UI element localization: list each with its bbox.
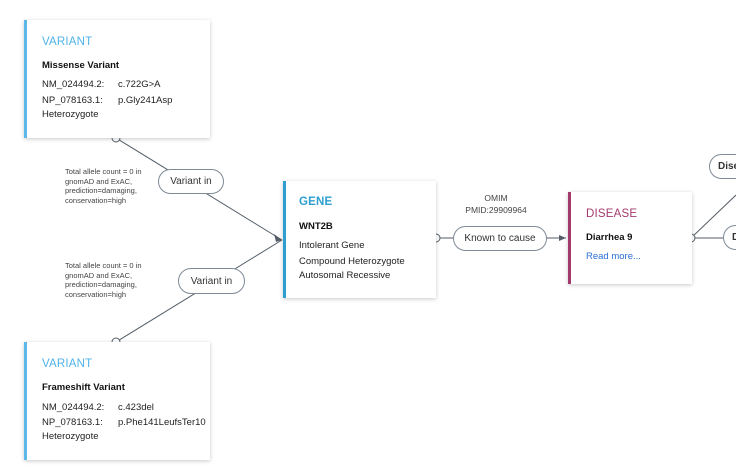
zygosity: Heterozygote [42,109,99,120]
disease-card[interactable]: DISEASE Diarrhea 9 Read more... [568,192,692,284]
variant-type: Frameshift Variant [42,382,125,393]
nm-value: c.722G>A [118,79,161,90]
card-title: VARIANT [42,358,93,370]
nm-label: NM_024494.2: [42,79,105,90]
gene-inheritance: Autosomal Recessive [299,270,391,281]
card-title: VARIANT [42,36,93,48]
reference-source: OMIM [484,193,508,203]
variant-type: Missense Variant [42,60,120,71]
gene-card[interactable]: GENE WNT2B Intolerant Gene Compound Hete… [283,181,436,298]
gene-zygosity: Compound Heterozygote [299,256,405,267]
evidence-note-1: Total allele count = 0 in gnomAD and ExA… [65,167,142,205]
variant-card-missense[interactable]: VARIANT Missense Variant NM_024494.2: c.… [24,20,210,138]
disease-name: Diarrhea 9 [586,232,633,243]
gene-name: WNT2B [299,221,333,232]
card-title: DISEASE [586,208,638,220]
edge-label-known-to-cause[interactable]: Known to cause [453,226,547,251]
reference-pmid: PMID:29909964 [465,205,527,215]
np-value: p.Phe141LeufsTer10 [118,417,206,428]
read-more-link[interactable]: Read more... [586,251,641,262]
np-label: NP_078163.1: [42,95,103,106]
np-value: p.Gly241Asp [118,95,173,106]
np-label: NP_078163.1: [42,417,103,428]
variant-card-frameshift[interactable]: VARIANT Frameshift Variant NM_024494.2: … [24,342,210,460]
nm-value: c.423del [118,402,154,413]
zygosity: Heterozygote [42,431,99,442]
edge-label-right-1[interactable]: Dise [709,154,736,179]
gene-constraint: Intolerant Gene [299,240,365,251]
edge-label-variant-in-2[interactable]: Variant in [178,268,245,294]
edge-label-variant-in-1[interactable]: Variant in [158,169,224,194]
evidence-note-2: Total allele count = 0 in gnomAD and ExA… [65,261,142,299]
card-title: GENE [299,196,333,208]
nm-label: NM_024494.2: [42,402,105,413]
